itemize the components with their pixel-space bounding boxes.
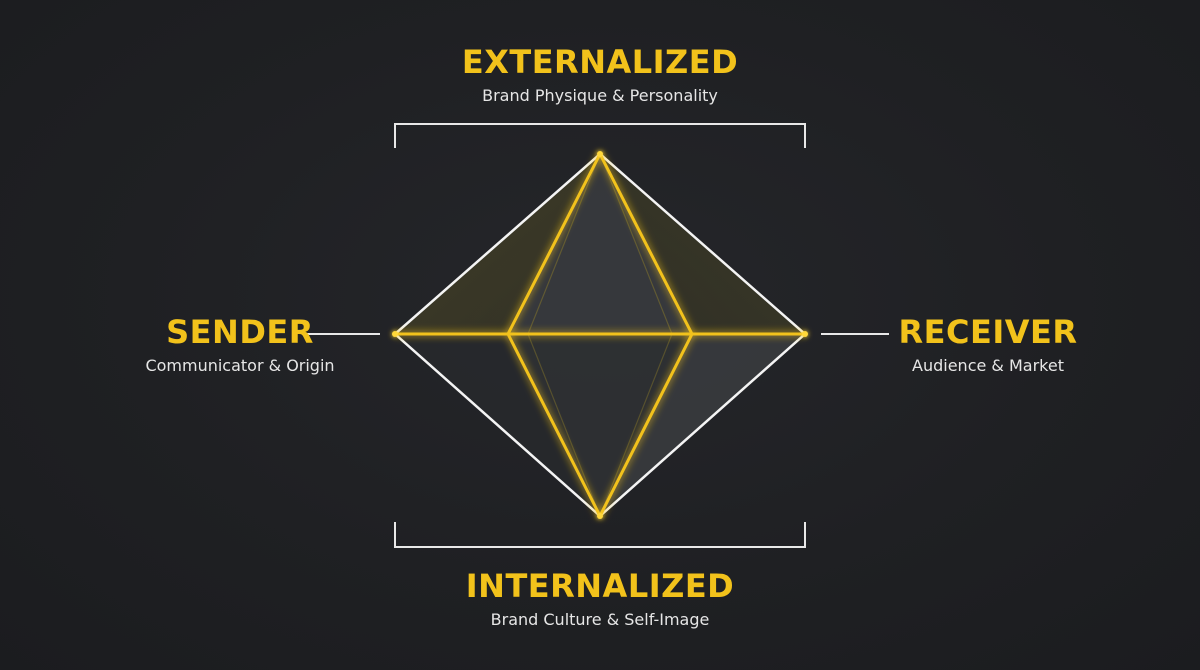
internalized-label: INTERNALIZED Brand Culture & Self-Image <box>300 570 900 628</box>
internalized-title: INTERNALIZED <box>465 567 735 605</box>
receiver-subtitle: Audience & Market <box>912 356 1064 375</box>
externalized-bracket <box>394 123 806 148</box>
sender-subtitle: Communicator & Origin <box>145 356 335 375</box>
internalized-subtitle: Brand Culture & Self-Image <box>490 610 710 629</box>
sender-title: SENDER <box>166 313 314 351</box>
sender-label: SENDER Communicator & Origin <box>90 316 390 374</box>
receiver-title: RECEIVER <box>898 313 1078 351</box>
externalized-title: EXTERNALIZED <box>461 43 739 81</box>
externalized-label: EXTERNALIZED Brand Physique & Personalit… <box>300 46 900 104</box>
receiver-label: RECEIVER Audience & Market <box>838 316 1138 374</box>
vertex-highlights <box>392 151 808 519</box>
internalized-bracket <box>394 522 806 548</box>
externalized-subtitle: Brand Physique & Personality <box>482 86 718 105</box>
